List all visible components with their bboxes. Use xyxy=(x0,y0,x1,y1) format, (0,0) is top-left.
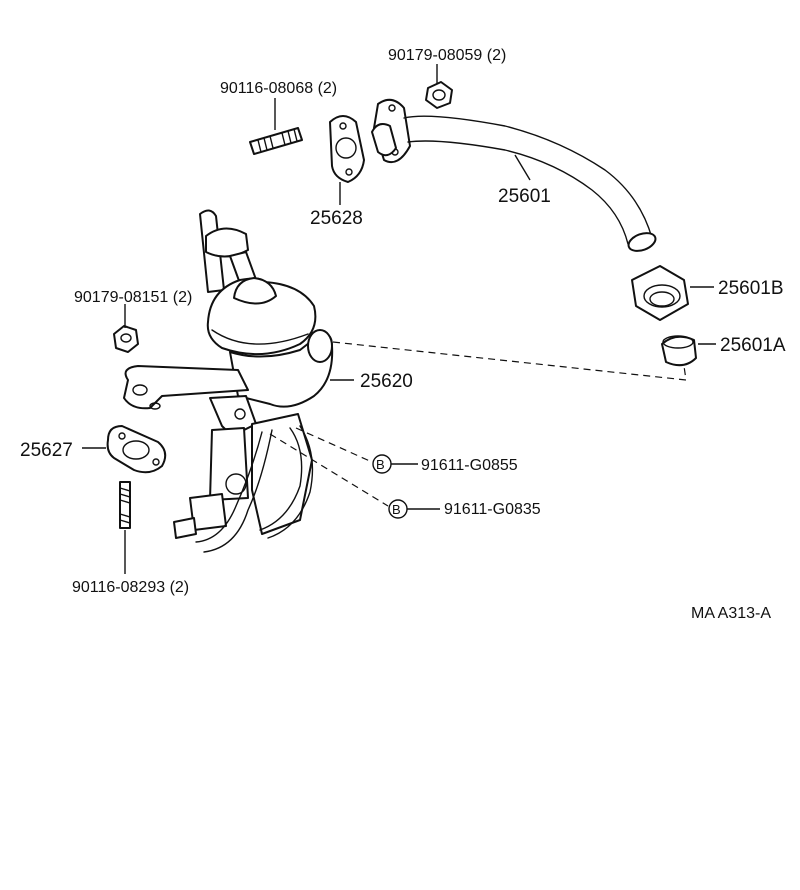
nut-90179-08059 xyxy=(425,81,453,109)
gasket-25628 xyxy=(329,115,365,183)
figure-code: MA A313-A xyxy=(691,605,771,622)
label-ring-25601a: 25601A xyxy=(720,335,786,356)
label-stud-90116-08293: 90116-08293 (2) xyxy=(72,579,189,596)
ring-25601a xyxy=(661,335,697,367)
gasket-25627 xyxy=(106,425,167,474)
label-nut-25601b: 25601B xyxy=(718,278,784,299)
label-gasket-25627: 25627 xyxy=(20,440,73,461)
label-nut-90179-08059: 90179-08059 (2) xyxy=(388,47,506,64)
label-valve-25620: 25620 xyxy=(360,371,413,392)
nut-90179-08151 xyxy=(113,325,139,353)
label-pipe-25601: 25601 xyxy=(498,186,551,207)
label-bolt-91611-g0835: 91611-G0835 xyxy=(444,501,541,518)
badge-b-1-letter: B xyxy=(376,457,385,472)
label-nut-90179-08151: 90179-08151 (2) xyxy=(74,289,192,306)
dashed-assembly-line xyxy=(332,341,687,381)
badge-b-2-letter: B xyxy=(392,502,401,517)
egr-valve-25620 xyxy=(123,209,334,553)
dashed-leader-g0855 xyxy=(295,427,373,463)
stud-90116-08293 xyxy=(119,481,131,529)
leader-pipe-25601 xyxy=(514,154,531,181)
egr-pipe-25601 xyxy=(371,98,657,252)
union-nut-25601b xyxy=(631,265,689,321)
label-gasket-25628: 25628 xyxy=(310,208,363,229)
label-bolt-91611-g0855: 91611-G0855 xyxy=(421,457,518,474)
stud-90116-08068 xyxy=(249,127,303,155)
label-stud-90116-08068: 90116-08068 (2) xyxy=(220,80,337,97)
